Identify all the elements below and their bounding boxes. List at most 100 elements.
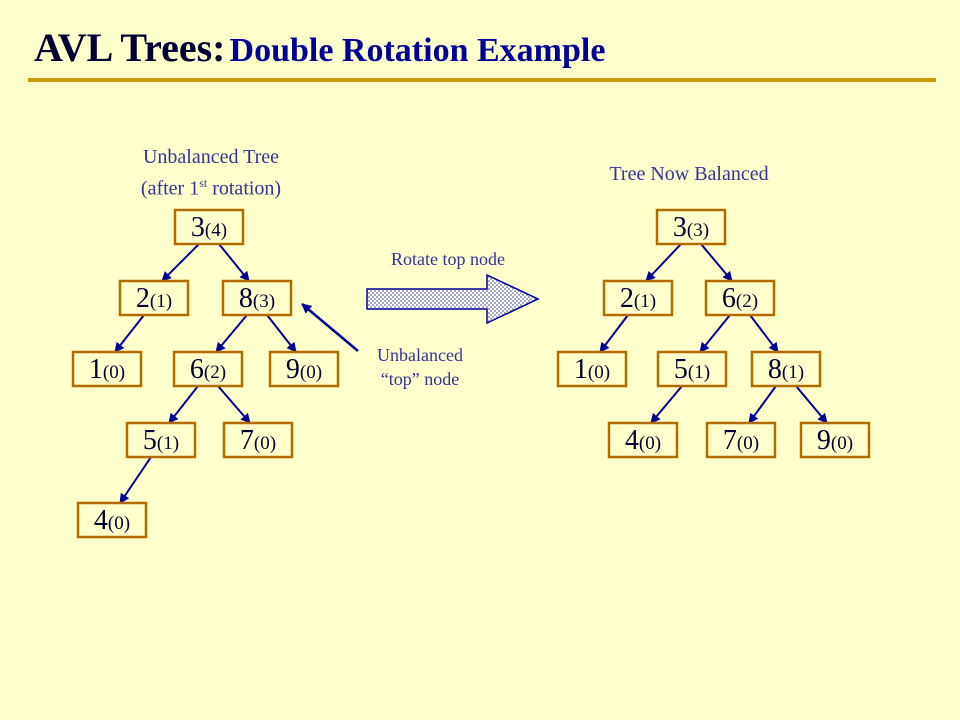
node-box (268, 350, 340, 388)
node-label: 5(1) (674, 354, 710, 385)
rotate-label: Rotate top node (391, 249, 505, 269)
node-box (125, 421, 197, 459)
tree-node-R3: 3(3) (655, 208, 727, 246)
tree-edge-L2-L1 (114, 314, 145, 353)
node-label: 7(0) (723, 425, 759, 456)
tree-node-L4: 4(0) (76, 501, 148, 539)
node-box (222, 421, 294, 459)
node-label: 9(0) (286, 354, 322, 385)
tree-edge-R3-R2 (645, 243, 682, 282)
node-label: 5(1) (143, 425, 179, 456)
node-balance: (1) (150, 291, 172, 312)
unbalanced-annotation: Unbalanced “top” node (345, 343, 495, 391)
tree-node-L1: 1(0) (71, 350, 143, 388)
node-balance: (0) (108, 513, 130, 534)
tree-node-R9: 9(0) (799, 421, 871, 459)
node-value: 9 (286, 354, 300, 385)
node-box (172, 350, 244, 388)
tree-edge-R6-R5 (699, 314, 731, 353)
edges-layer (114, 243, 828, 504)
node-value: 8 (239, 283, 253, 314)
node-label: 3(3) (673, 212, 709, 243)
tree-edge-L8-L9 (266, 314, 297, 353)
tree-edge-R5-R4 (650, 385, 683, 424)
tree-edge-R8-R9 (795, 385, 828, 424)
title-sub: Double Rotation Example (229, 32, 606, 69)
tree-node-L5: 5(1) (125, 421, 197, 459)
node-value: 2 (620, 283, 634, 314)
left-caption-line1: Unbalanced Tree (142, 146, 280, 168)
node-balance: (1) (688, 362, 710, 383)
node-box (799, 421, 871, 459)
tree-node-L6: 6(2) (172, 350, 244, 388)
node-balance: (0) (639, 433, 661, 454)
node-box (173, 208, 245, 246)
node-balance: (0) (254, 433, 276, 454)
tree-node-R1: 1(0) (556, 350, 628, 388)
node-value: 3 (191, 212, 205, 243)
tree-node-L9: 9(0) (268, 350, 340, 388)
node-label: 8(3) (239, 283, 275, 314)
node-box (655, 208, 727, 246)
node-balance: (3) (687, 220, 709, 241)
tree-node-R5: 5(1) (656, 350, 728, 388)
annotation-line2: “top” node (380, 369, 460, 389)
tree-node-L2: 2(1) (118, 279, 190, 317)
node-box (704, 279, 776, 317)
tree-node-R6: 6(2) (704, 279, 776, 317)
tree-edge-L3-L2 (161, 243, 200, 282)
tree-node-L3: 3(4) (173, 208, 245, 246)
tree-edge-L8-L6 (215, 314, 248, 353)
node-balance: (2) (204, 362, 226, 383)
node-balance: (1) (782, 362, 804, 383)
node-value: 7 (240, 425, 254, 456)
node-label: 4(0) (625, 425, 661, 456)
left-caption-line2: (after 1st rotation) (140, 176, 282, 200)
node-balance: (1) (157, 433, 179, 454)
tree-edge-L5-L4 (119, 456, 152, 504)
node-balance: (0) (300, 362, 322, 383)
node-label: 2(1) (136, 283, 172, 314)
node-box (607, 421, 679, 459)
node-box (71, 350, 143, 388)
node-balance: (0) (103, 362, 125, 383)
node-value: 4 (625, 425, 639, 456)
node-box (556, 350, 628, 388)
node-balance: (1) (634, 291, 656, 312)
tree-edge-L6-L7 (217, 385, 251, 424)
tree-node-L8: 8(3) (221, 279, 293, 317)
right-tree-caption: Tree Now Balanced (609, 163, 769, 185)
annotation-pointer-arrow (301, 303, 359, 352)
node-balance: (4) (205, 220, 227, 241)
tree-edge-L3-L8 (218, 243, 250, 282)
annotation-line1: Unbalanced (377, 345, 463, 365)
node-label: 8(1) (768, 354, 804, 385)
nodes-layer: 3(4)2(1)8(3)1(0)6(2)9(0)5(1)7(0)4(0)3(3)… (71, 208, 871, 539)
node-label: 6(2) (722, 283, 758, 314)
title-underline (28, 78, 936, 82)
node-label: 9(0) (817, 425, 853, 456)
node-box (602, 279, 674, 317)
node-balance: (2) (736, 291, 758, 312)
node-label: 4(0) (94, 505, 130, 536)
node-value: 6 (190, 354, 204, 385)
node-balance: (0) (831, 433, 853, 454)
tree-node-L7: 7(0) (222, 421, 294, 459)
node-value: 5 (143, 425, 157, 456)
tree-node-R4: 4(0) (607, 421, 679, 459)
node-value: 1 (574, 354, 588, 385)
node-label: 3(4) (191, 212, 227, 243)
node-balance: (3) (253, 291, 275, 312)
node-box (656, 350, 728, 388)
node-value: 8 (768, 354, 782, 385)
left-tree-caption: Unbalanced Tree (after 1st rotation) (108, 144, 314, 202)
rotate-arrow (366, 273, 540, 325)
node-label: 6(2) (190, 354, 226, 385)
node-value: 2 (136, 283, 150, 314)
node-box (76, 501, 148, 539)
node-value: 6 (722, 283, 736, 314)
node-label: 7(0) (240, 425, 276, 456)
node-box (705, 421, 777, 459)
node-label: 1(0) (89, 354, 125, 385)
